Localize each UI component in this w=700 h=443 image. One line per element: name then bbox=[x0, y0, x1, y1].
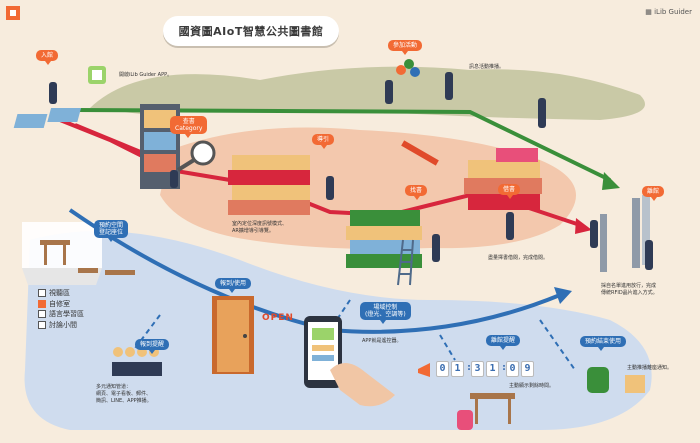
legend-label: 語言學習區 bbox=[49, 310, 84, 318]
note-timer: 主動顯示剩餘時間。 bbox=[509, 383, 555, 389]
note-end: 主動推播離座通知。 bbox=[627, 365, 673, 371]
space-legend: 視聽區 自修室 語言學習區 討論小間 bbox=[38, 288, 84, 330]
red-route-arrowhead bbox=[575, 218, 592, 234]
green-route bbox=[74, 108, 611, 182]
book-stack-find bbox=[346, 210, 422, 268]
tag-category: 查書 Category bbox=[170, 116, 208, 139]
brand-icon: ▦ bbox=[645, 8, 652, 16]
legend-checkbox bbox=[38, 289, 46, 298]
legend-checkbox bbox=[38, 310, 46, 319]
page-title: 國資圖AIoT智慧公共圖書館 bbox=[163, 16, 339, 46]
timer-digit: 0 bbox=[436, 361, 449, 377]
tag-leave: 離館 bbox=[642, 186, 665, 202]
legend-label: 討論小間 bbox=[49, 320, 77, 329]
timer-digit: 0 bbox=[506, 361, 519, 377]
legend-label: 視聽區 bbox=[49, 289, 70, 297]
legend-item[interactable]: 自修室 bbox=[38, 299, 84, 310]
brand-text: iLib Guider bbox=[654, 8, 692, 16]
tag-checkin: 報到/使用 bbox=[215, 278, 252, 294]
people bbox=[49, 72, 653, 270]
study-booth bbox=[22, 222, 135, 285]
note-borrow: 盡量擇書借閱，完成借閱。 bbox=[488, 255, 549, 261]
tag-reminder: 報到提醒 bbox=[135, 339, 170, 355]
timer-separator: : bbox=[466, 362, 473, 373]
note-events: 訊息活動推播。 bbox=[469, 64, 505, 70]
tag-countdown: 離館提醒 bbox=[486, 335, 521, 351]
book-stack-borrow bbox=[464, 148, 542, 210]
note-exit: 採自名單進用放行，完成 傳統RFID晶片進入方式。 bbox=[601, 283, 658, 296]
exit-gate bbox=[600, 195, 650, 272]
timer-digit: 1 bbox=[486, 361, 499, 377]
open-sign: OPEN bbox=[262, 313, 294, 323]
library-logo bbox=[6, 6, 20, 20]
entrance-gate bbox=[13, 108, 82, 128]
note-app-remote: APP就是遙控器。 bbox=[362, 338, 402, 344]
app-icon bbox=[88, 66, 106, 84]
balloons bbox=[396, 59, 420, 77]
magnifier-icon bbox=[176, 140, 216, 172]
tag-reserve: 預約空間 登記座位 bbox=[94, 220, 129, 243]
timer-digit: 1 bbox=[451, 361, 464, 377]
green-region bbox=[90, 66, 645, 120]
legend-checkbox bbox=[38, 299, 46, 308]
desk bbox=[457, 393, 515, 430]
blue-route-arrowhead bbox=[554, 287, 572, 304]
tag-overdue: 預約結束使用 bbox=[580, 336, 627, 352]
note-notify: 多元通知管道： 網頁、電子看板、郵件、 簡訊、LINE、APP推播。 bbox=[96, 384, 152, 404]
timer-digit: 3 bbox=[471, 361, 484, 377]
book-stack-guide bbox=[228, 155, 310, 215]
tag-entry: 入館 bbox=[36, 50, 59, 66]
timer-digit: 9 bbox=[521, 361, 534, 377]
hand bbox=[330, 362, 395, 407]
legend-item[interactable]: 視聽區 bbox=[38, 288, 84, 299]
legend-item[interactable]: 語言學習區 bbox=[38, 309, 84, 320]
timer-separator: : bbox=[501, 362, 508, 373]
green-route-arrowhead bbox=[602, 172, 620, 190]
legend-label: 自修室 bbox=[49, 299, 70, 308]
legend-item[interactable]: 討論小間 bbox=[38, 320, 84, 331]
backpack bbox=[587, 367, 645, 393]
countdown-timer: 0 1 : 3 1 : 0 9 bbox=[436, 361, 534, 377]
tag-borrow: 借書 bbox=[498, 184, 521, 200]
door bbox=[212, 296, 254, 374]
tag-find: 找書 bbox=[405, 185, 428, 201]
note-app: 開啟iLib Guider APP。 bbox=[119, 72, 173, 78]
legend-checkbox bbox=[38, 320, 46, 329]
brand-label: ▦ iLib Guider bbox=[645, 8, 692, 16]
tag-event: 參加活動 bbox=[388, 40, 423, 56]
note-indoor: 室內定位深度訊號模式、 AR擴增導引導覽。 bbox=[232, 221, 288, 234]
megaphone-icon bbox=[418, 363, 430, 377]
tag-guide: 導引 bbox=[312, 134, 335, 150]
pencil bbox=[401, 140, 439, 166]
ladder bbox=[397, 239, 414, 286]
tag-control: 場域控制 (燈光、空調等) bbox=[360, 302, 411, 325]
